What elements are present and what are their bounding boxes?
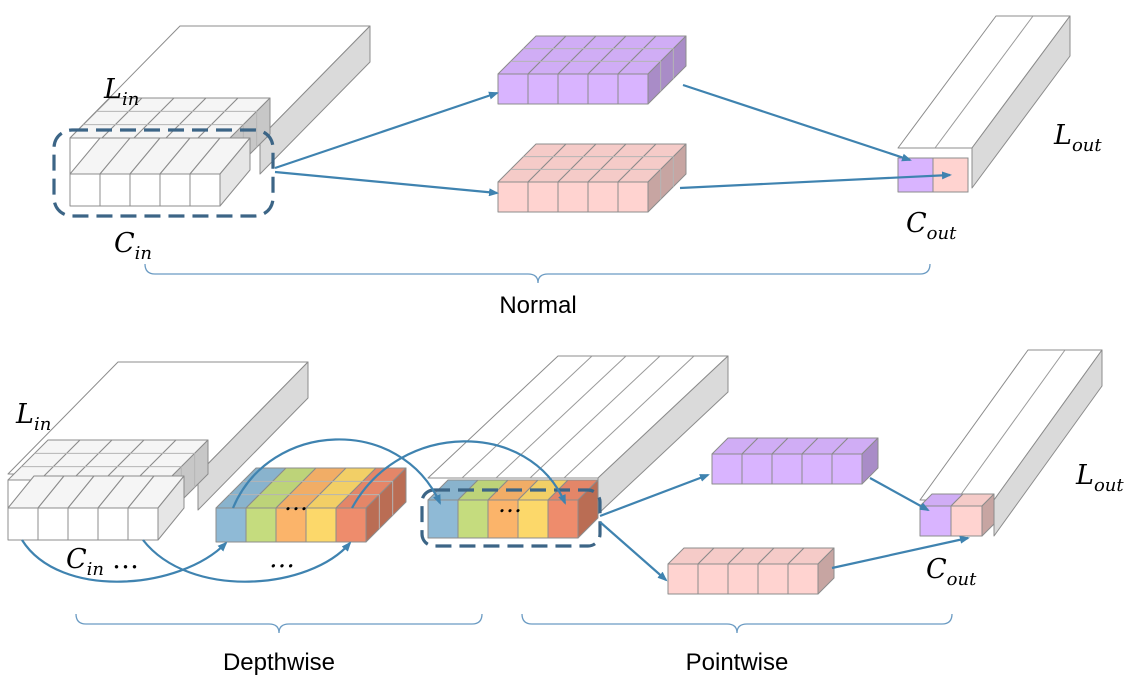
arrow-purple-kernel-to-output — [869, 477, 930, 511]
depthwise-bottom-dots: … — [269, 544, 295, 574]
p-out-front-cell-1 — [950, 505, 983, 537]
p-kk-cell-0 — [667, 563, 699, 595]
depthwise-output-tensor — [427, 355, 729, 539]
separable-section: Lin Cin… … … … Cout Lout Depthwise Point… — [7, 349, 1124, 676]
p-kp-cell-0 — [711, 453, 743, 485]
normal-kernel-purple — [497, 35, 687, 105]
n-kp-cell-4 — [617, 73, 649, 105]
arrow-pink-kernel-to-output — [831, 535, 970, 570]
depthwise-brace — [75, 613, 483, 634]
d-mid-long-top-line-1 — [461, 355, 593, 479]
normal-output-tensor — [897, 15, 1071, 193]
depthwise-kernel-dots: … — [284, 488, 308, 516]
pointwise-kernel-purple — [711, 437, 879, 485]
d-kernel-cell-0 — [215, 507, 247, 543]
d-mid-long-top-line-3 — [529, 355, 661, 479]
arrow-input-to-depthwise-kernel-bottom — [21, 539, 228, 583]
p-kp-cell-1 — [741, 453, 773, 485]
arrow-input-to-depthwise-kernel-bottom-2 — [142, 539, 352, 583]
d-input-front-cell-0 — [7, 507, 39, 541]
d-input-front-cell-3 — [97, 507, 129, 541]
arrow-purple-kernel-to-output — [682, 83, 912, 162]
n-input-front-cell-0 — [69, 173, 101, 207]
n-out-long-side — [971, 15, 1071, 189]
pointwise-kernel-pink — [667, 547, 835, 595]
pointwise-output-tensor — [919, 349, 1103, 537]
n-input-front-cell-4 — [189, 173, 221, 207]
normal-kernel-pink — [497, 143, 687, 213]
normal-cin-label: Cin — [114, 228, 152, 264]
normal-cout-label: Cout — [906, 208, 957, 244]
arrow-mid-to-pink-kernel — [599, 521, 668, 582]
depthwise-lin-label: Lin — [15, 399, 51, 435]
p-kp-cell-4 — [831, 453, 863, 485]
p-kk-cell-3 — [757, 563, 789, 595]
p-out-front-cell-0 — [919, 505, 952, 537]
depthwise-kernel — [215, 467, 407, 543]
arrow-pink-kernel-to-output — [679, 171, 952, 190]
d-input-long-side — [197, 361, 309, 511]
p-kp-cell-2 — [771, 453, 803, 485]
p-kp-cell-3 — [801, 453, 833, 485]
d-kernel-cell-3 — [305, 507, 337, 543]
d-mid-long-top-line-4 — [563, 355, 695, 479]
d-kernel-cell-4 — [335, 507, 367, 543]
d-input-front-cell-1 — [37, 507, 69, 541]
d-input-front-cell-4 — [127, 507, 159, 541]
n-kp-cell-1 — [527, 73, 559, 105]
d-mid-front-cell-0 — [427, 499, 459, 539]
pointwise-brace — [521, 613, 953, 634]
p-kk-cell-2 — [727, 563, 759, 595]
pointwise-lout-label: Lout — [1075, 460, 1124, 496]
n-kk-cell-3 — [587, 181, 619, 213]
n-kk-cell-0 — [497, 181, 529, 213]
d-mid-front-cell-3 — [517, 499, 549, 539]
arrow-input-to-pink-kernel — [274, 170, 499, 197]
normal-input-tensor — [69, 25, 371, 207]
d-mid-front-cell-4 — [547, 499, 579, 539]
arrow-depthwise-kernel-to-mid-left — [231, 438, 442, 509]
depthwise-caption: Depthwise — [223, 649, 335, 676]
normal-brace — [144, 263, 931, 284]
p-kk-cell-1 — [697, 563, 729, 595]
pointwise-cout-label: Cout — [926, 554, 977, 590]
d-input-front-cell-2 — [67, 507, 99, 541]
n-kp-cell-0 — [497, 73, 529, 105]
normal-caption: Normal — [499, 292, 576, 319]
n-input-front-cell-2 — [129, 173, 161, 207]
n-kk-cell-4 — [617, 181, 649, 213]
depthwise-cin-label: Cin… — [66, 544, 139, 580]
n-kk-cell-2 — [557, 181, 589, 213]
arrow-input-to-purple-kernel — [274, 91, 499, 170]
n-kp-cell-2 — [557, 73, 589, 105]
n-input-front-cell-1 — [99, 173, 131, 207]
n-out-long-top-line-1 — [934, 15, 1034, 149]
p-out-long-top-line-1 — [956, 349, 1066, 501]
pointwise-caption: Pointwise — [686, 649, 789, 676]
normal-lin-label: Lin — [103, 74, 139, 110]
n-input-long-side — [259, 25, 371, 175]
depthwise-input-tensor — [7, 361, 309, 541]
normal-lout-label: Lout — [1053, 120, 1102, 156]
arrow-mid-to-purple-kernel — [599, 473, 710, 518]
pointwise-selection-box — [420, 488, 602, 548]
n-input-front-cell-3 — [159, 173, 191, 207]
n-kp-cell-3 — [587, 73, 619, 105]
n-kk-cell-1 — [527, 181, 559, 213]
p-kk-cell-4 — [787, 563, 819, 595]
pointwise-mid-dots: … — [498, 490, 522, 518]
d-mid-front-cell-1 — [457, 499, 489, 539]
d-kernel-cell-1 — [245, 507, 277, 543]
d-mid-long-top-line-2 — [495, 355, 627, 479]
normal-section: Lin Cin Cout Lout Normal — [52, 15, 1102, 319]
arrow-depthwise-kernel-to-mid-right — [351, 440, 567, 509]
